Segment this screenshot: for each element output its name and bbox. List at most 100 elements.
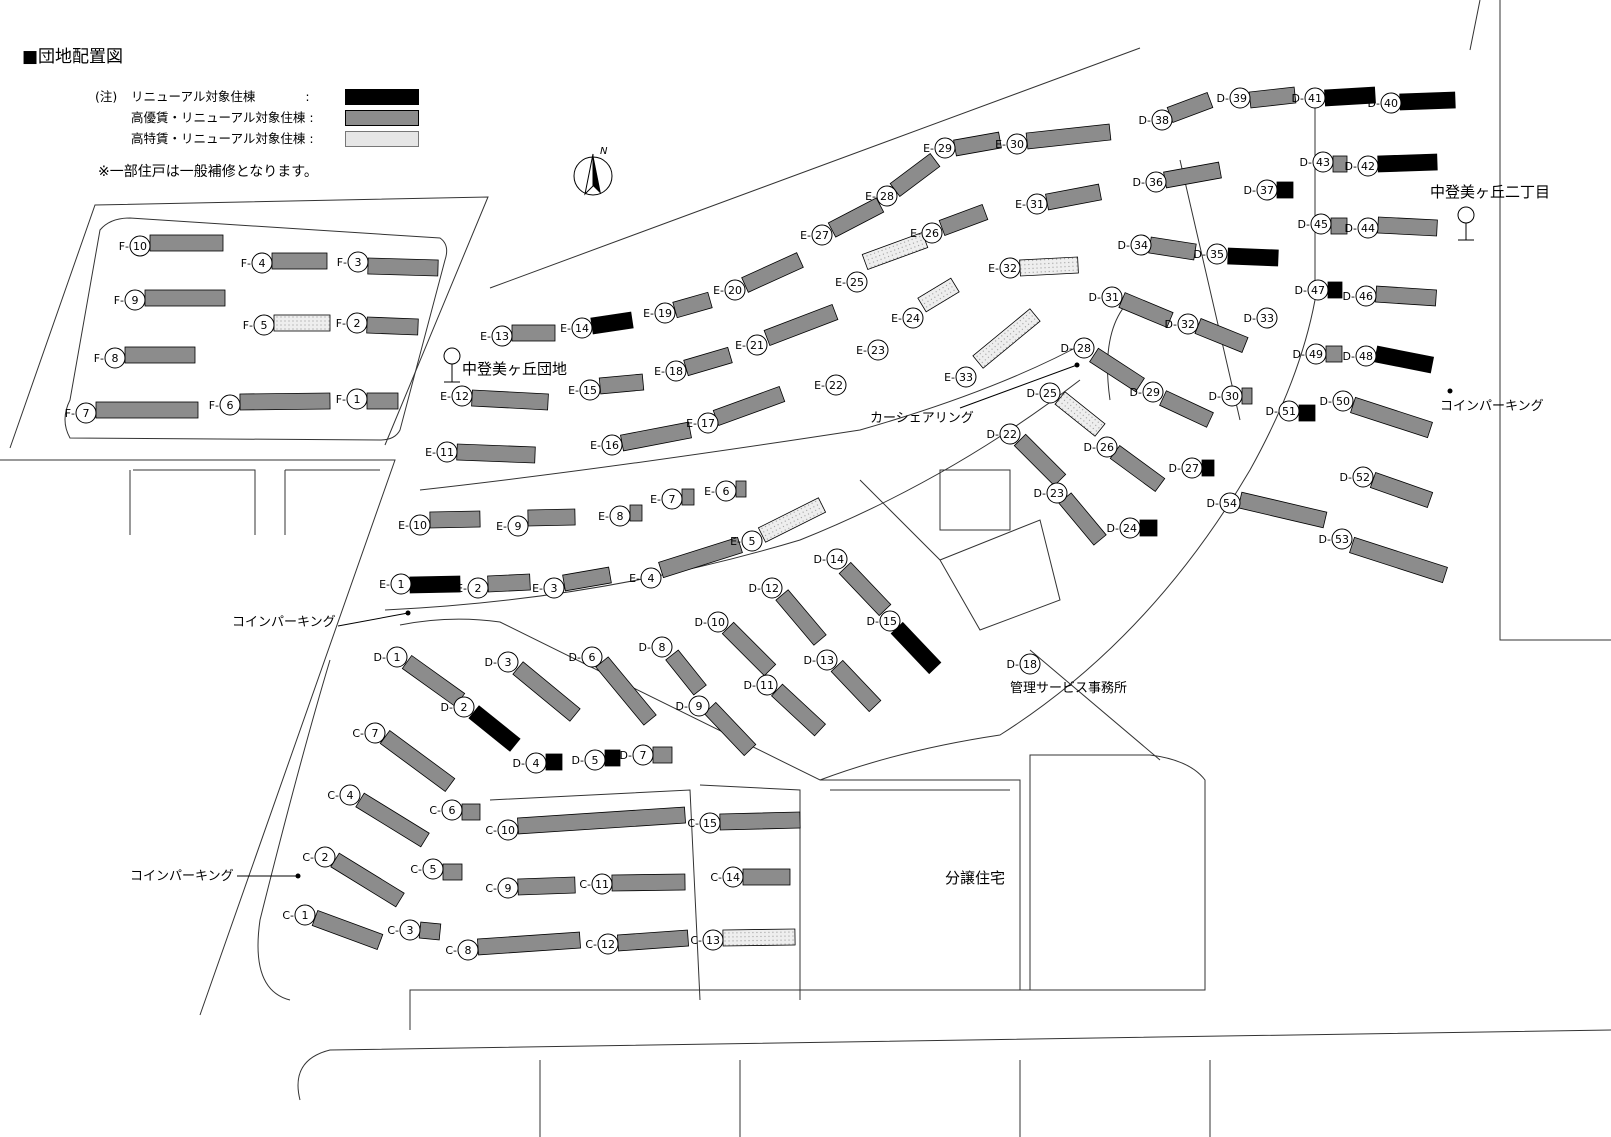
building-number: 22 [1003,428,1017,441]
building-number: 2 [354,317,361,330]
building-footprint-high-quality [355,792,430,848]
building-number-circle [294,904,316,926]
building-f9: F-9 [114,289,146,311]
building-d11: D-11 [744,674,778,696]
building-number-circle [346,388,368,410]
building-footprint-renewal [590,311,634,335]
building-footprint-high-quality [1350,396,1433,439]
building-number-circle [702,929,724,951]
office-label: 管理サービス事務所 [1010,681,1127,696]
building-number-circle [955,366,977,388]
building-d30: D-30 [1209,385,1243,407]
building-block-prefix: D- [1293,348,1305,361]
building-number-circle [1206,243,1228,265]
building-d8: D-8 [639,636,673,658]
building-number-circle [497,819,519,841]
building-block-prefix: E- [814,379,825,392]
building-e4: E-4 [629,567,662,589]
building-e10: E-10 [398,514,431,536]
building-footprint-high-quality [827,197,885,238]
building-e2: E-2 [456,577,489,599]
building-number-circle [1130,234,1152,256]
building-number-circle [390,573,412,595]
building-number-circle [1332,390,1354,412]
building-number-circle [697,412,719,434]
building-footprint-high-quality [735,480,747,498]
building-e9: E-9 [496,515,529,537]
building-d32: D-32 [1165,313,1199,335]
map-title: ■団地配置図 [22,47,124,67]
building-number-circle [661,488,683,510]
building-footprint-high-quality [652,746,673,764]
building-number-circle [1177,313,1199,335]
building-block-prefix: D- [695,616,707,629]
building-block-prefix: D- [1089,291,1101,304]
building-number: 45 [1314,218,1328,231]
building-c2: C-2 [302,846,336,868]
building-block-prefix: D- [1034,487,1046,500]
building-footprint-renewal [1327,281,1343,299]
building-footprint-high-quality [1237,491,1328,529]
building-footprint-high-quality [1375,285,1437,307]
building-block-prefix: D- [1130,386,1142,399]
building-block-prefix: D- [676,700,688,713]
building-e20: E-20 [713,279,746,301]
building-number-circle [1039,382,1061,404]
building-d24: D-24 [1107,517,1141,539]
building-footprint-renewal [1373,345,1435,374]
building-number: 50 [1336,395,1350,408]
building-number-circle [399,919,421,941]
building-number: 5 [749,535,756,548]
legend-note: (注) [95,89,118,104]
building-number: 21 [750,339,764,352]
building-number-circle [722,866,744,888]
building-e26: E-26 [910,222,943,244]
building-d18: D-18 [1007,653,1041,675]
building-footprint-renewal [468,705,521,752]
building-number-circle [339,784,361,806]
building-number: 4 [259,257,266,270]
building-footprint-high-quality [658,536,743,579]
building-number-circle [104,347,126,369]
building-footprint-high-quality [1045,183,1102,211]
building-block-prefix: E- [480,330,491,343]
legend-label: リニューアル対象住棟 : [131,89,310,104]
building-block-prefix: F- [337,256,347,269]
building-f2: F-2 [336,312,368,334]
building-d3: D-3 [485,651,519,673]
building-footprint-high-quality [1241,387,1253,405]
building-number: 30 [1010,138,1024,151]
building-footprint-high-quality [512,661,581,722]
building-number-circle [867,339,889,361]
building-number-circle [921,222,943,244]
building-number: 2 [322,851,329,864]
building-d39: D-39 [1217,87,1251,109]
building-block-prefix: E- [910,227,921,240]
legend-swatch-high-quality [345,109,419,126]
building-number-circle [741,530,763,552]
building-number-circle [665,360,687,382]
building-number: 4 [533,757,540,770]
building-d4: D-4 [513,752,547,774]
building-footprint-special [722,928,796,947]
building-d37: D-37 [1244,179,1278,201]
building-number: 14 [726,871,740,884]
building-f6: F-6 [209,394,241,416]
building-number: 18 [669,365,683,378]
building-number-circle [457,939,479,961]
building-block-prefix: D- [1084,441,1096,454]
building-d23: D-23 [1034,482,1068,504]
building-block-prefix: D- [867,615,879,628]
building-d5: D-5 [572,749,606,771]
building-number-circle [1046,482,1068,504]
building-number-circle [1019,653,1041,675]
building-block-prefix: C- [387,924,399,937]
building-f4: F-4 [241,252,273,274]
building-footprint-high-quality [611,873,686,892]
building-number-circle [999,423,1021,445]
building-number: 48 [1359,350,1373,363]
building-e16: E-16 [590,434,623,456]
building-number-circle [497,877,519,899]
building-number: 6 [723,485,730,498]
building-block-prefix: C- [710,871,722,884]
